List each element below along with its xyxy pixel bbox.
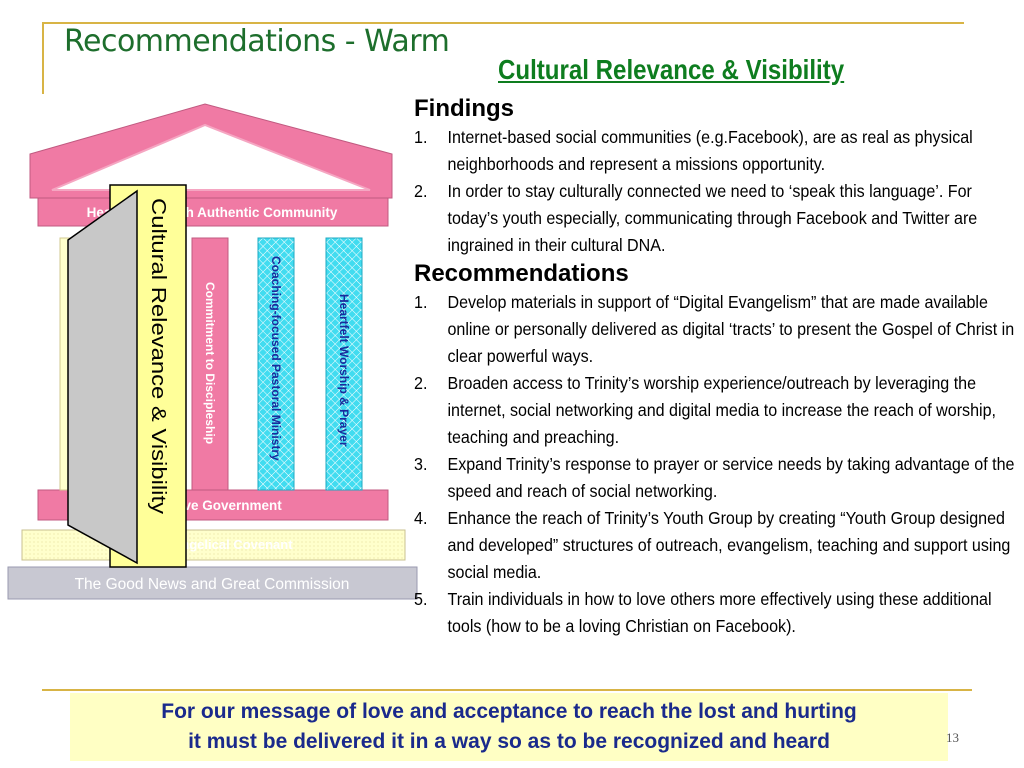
foundation-label: The Good News and Great Commission [75, 576, 350, 593]
list-item: 5.Train individuals in how to love other… [414, 589, 992, 636]
footer-line-2: it must be delivered it in a way so as t… [188, 730, 830, 753]
section-subtitle: Cultural Relevance & Visibility [498, 54, 845, 85]
temple-diagram: The Good News and Great Commission Our E… [7, 103, 418, 600]
list-item: 4.Enhance the reach of Trinity’s Youth G… [414, 508, 1011, 582]
recommendations-heading: Recommendations [414, 260, 629, 287]
column-discipleship [191, 237, 229, 491]
findings-list: 1.Internet-based social communities (e.g… [414, 124, 1004, 259]
findings-heading: Findings [414, 95, 514, 122]
roof-label: A Church For Others [141, 162, 284, 178]
list-item: 3.Expand Trinity’s response to prayer or… [414, 454, 1015, 501]
top-border-line [42, 22, 964, 24]
column-label-pastoral: Coaching-focused Pastoral Ministry [269, 256, 283, 461]
footer-line-1: For our message of love and acceptance t… [161, 700, 857, 723]
list-item: 1.Internet-based social communities (e.g… [414, 127, 973, 174]
page-number: 13 [946, 730, 959, 745]
door-label: Cultural Relevance & Visibility [147, 198, 169, 514]
door-leaf[interactable] [67, 189, 138, 565]
list-item: 2.In order to stay culturally connected … [414, 181, 978, 255]
column-pastoral [257, 237, 295, 491]
covenant-step [21, 529, 406, 561]
column-label-discipleship: Commitment to Discipleship [203, 282, 217, 444]
footer-divider [42, 689, 972, 691]
column-label-worship: Heartfelt Worship & Prayer [337, 294, 351, 447]
slide-title: Recommendations - Warm [64, 24, 450, 59]
left-border-line [42, 22, 44, 94]
content-column: Findings 1.Internet-based social communi… [414, 94, 1014, 640]
column-worship [325, 237, 363, 491]
list-item: 1.Develop materials in support of “Digit… [414, 292, 1015, 366]
recommendations-list: 1.Develop materials in support of “Digit… [414, 289, 1014, 640]
roof-inner [51, 123, 371, 191]
foundation-block [7, 566, 418, 600]
list-item: 2.Broaden access to Trinity’s worship ex… [414, 373, 997, 447]
footer-callout: For our message of love and acceptance t… [70, 693, 948, 761]
